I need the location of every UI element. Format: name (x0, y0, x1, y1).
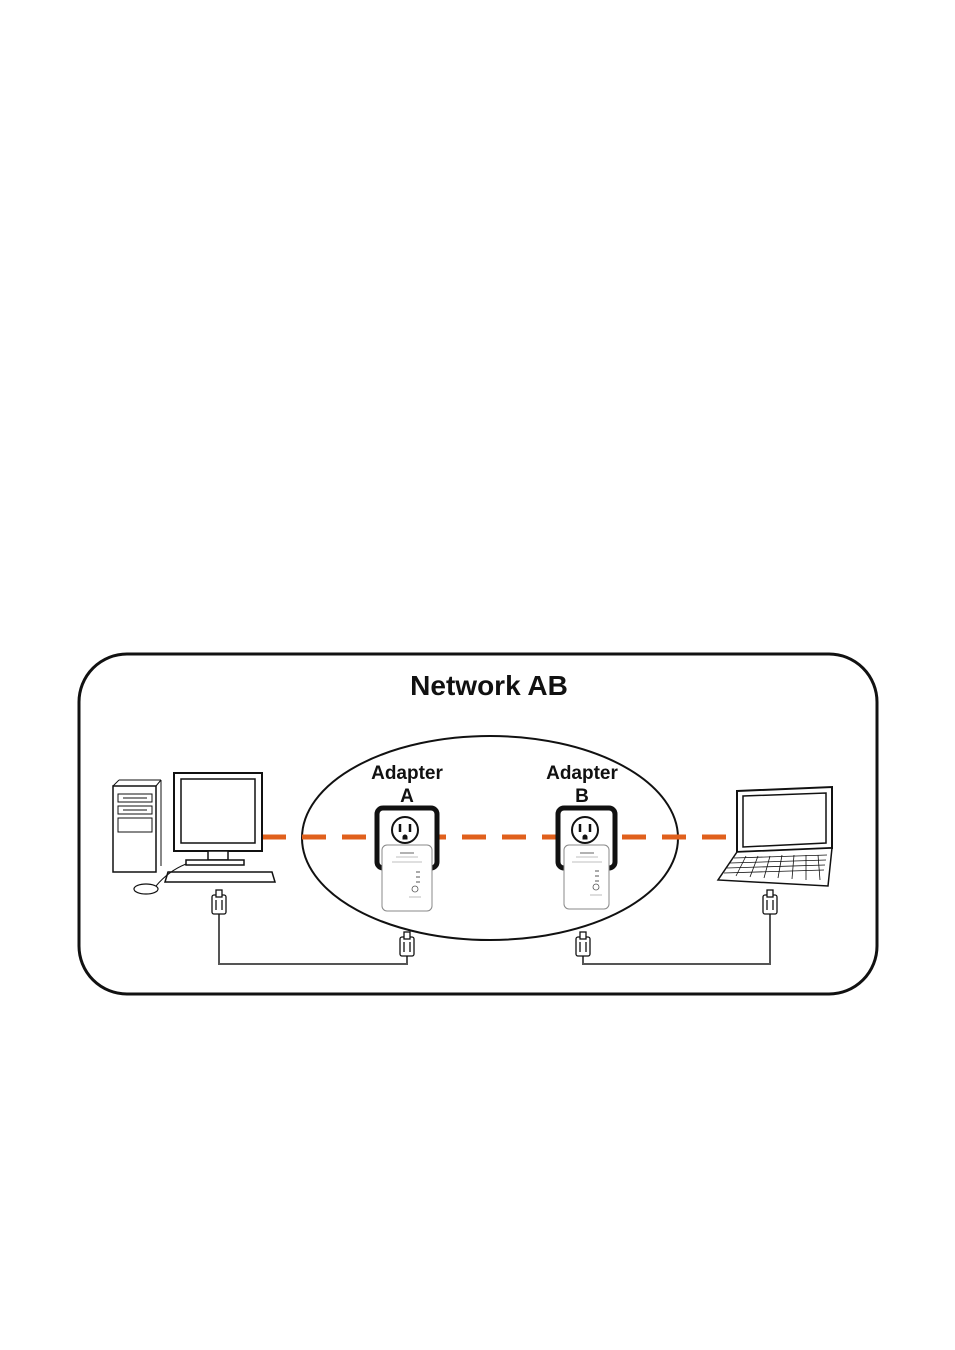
laptop-icon (718, 787, 832, 886)
adapter-a-label-line2: A (400, 786, 414, 807)
adapter-b-label-line2: B (575, 786, 589, 807)
powerline-adapter-icon (564, 845, 609, 909)
ethernet-cable-left (219, 914, 407, 964)
ethernet-plug-icon (763, 890, 777, 914)
desktop-computer-icon (113, 773, 275, 894)
adapter-b-label-line1: Adapter (546, 763, 618, 784)
powerline-adapter-icon (382, 845, 432, 911)
ethernet-plug-icon (212, 890, 226, 914)
network-title: Network AB (410, 670, 568, 701)
ethernet-plug-icon (400, 932, 414, 956)
ethernet-cable-right (583, 914, 770, 964)
adapter-a-label-line1: Adapter (371, 763, 443, 784)
ethernet-plug-icon (576, 932, 590, 956)
